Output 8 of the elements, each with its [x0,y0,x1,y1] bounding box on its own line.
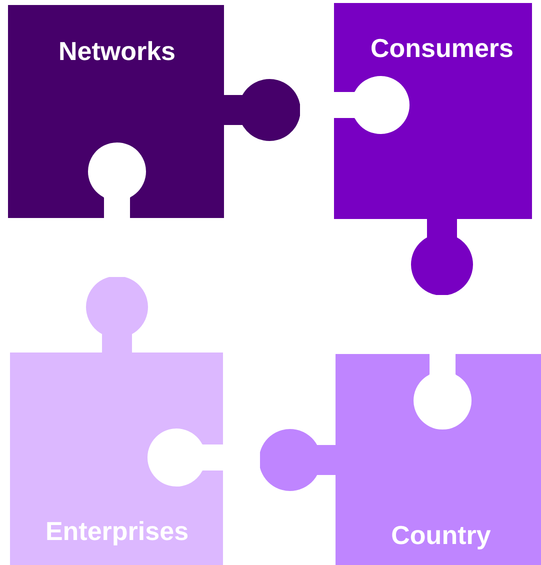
puzzle-piece [10,277,223,565]
puzzle-piece [334,3,532,295]
puzzle-piece [8,5,300,218]
piece-label: Enterprises [45,516,189,546]
piece-label: Country [391,520,491,550]
piece-label: Consumers [370,33,514,63]
puzzle-piece [260,354,541,565]
piece-label: Networks [58,36,176,66]
